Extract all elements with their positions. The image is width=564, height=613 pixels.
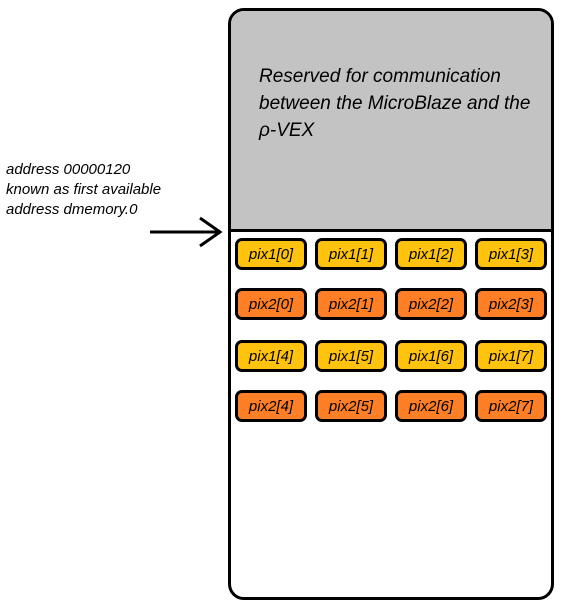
- pix2-cell: pix2[4]: [235, 390, 307, 422]
- pix2-cell: pix2[6]: [395, 390, 467, 422]
- pix1-cell: pix1[5]: [315, 340, 387, 372]
- pix1-cell: pix1[1]: [315, 238, 387, 270]
- pix2-cell: pix2[0]: [235, 288, 307, 320]
- annotation-line-2: known as first available: [6, 181, 162, 198]
- pix2-cell: pix2[5]: [315, 390, 387, 422]
- pix2-cell: pix2[3]: [475, 288, 547, 320]
- pix1-cell: pix1[7]: [475, 340, 547, 372]
- pix2-cell: pix2[7]: [475, 390, 547, 422]
- pix2-cell: pix2[1]: [315, 288, 387, 320]
- pix1-cell: pix1[0]: [235, 238, 307, 270]
- annotation-line-3: address dmemory.0: [6, 201, 138, 218]
- pointer-arrow-icon: [150, 216, 223, 248]
- pix1-cell: pix1[6]: [395, 340, 467, 372]
- memory-block: Reserved for communication between the M…: [228, 8, 554, 600]
- reserved-label: Reserved for communication between the M…: [259, 66, 531, 141]
- address-annotation: address 00000120 known as first availabl…: [6, 160, 206, 220]
- pix1-cell: pix1[2]: [395, 238, 467, 270]
- pix1-cell: pix1[4]: [235, 340, 307, 372]
- pix1-cell: pix1[3]: [475, 238, 547, 270]
- annotation-line-1: address 00000120: [6, 161, 131, 178]
- pix2-cell: pix2[2]: [395, 288, 467, 320]
- reserved-region: Reserved for communication between the M…: [231, 11, 551, 232]
